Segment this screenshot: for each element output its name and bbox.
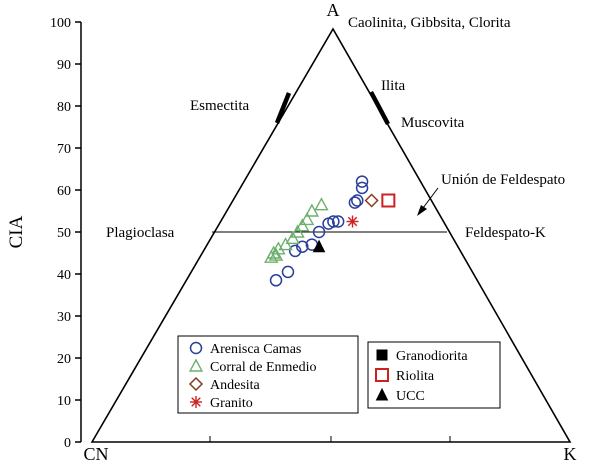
legend-label: Granito [210,396,253,411]
bottom-edge-ticks [209,436,451,442]
y-tick-label: 60 [57,184,71,199]
data-point [268,247,284,261]
legend-label: UCC [396,389,425,404]
smectite-bar [274,92,292,124]
data-point [269,274,283,287]
legend-label: Arenisca Camas [210,342,301,357]
y-tick-label: 10 [57,394,71,409]
label-feldspar-join: Unión de Feldespato [441,172,565,188]
data-point [304,203,320,217]
data-point [296,240,309,253]
y-tick-label: 70 [57,142,71,157]
data-point [266,245,281,259]
y-tick-label: 90 [57,58,71,73]
legend-box-left [177,335,359,414]
data-point [327,215,340,228]
label-kaolinite: Caolinita, Gibbsita, Clorita [348,15,511,31]
vertex-label-k: K [564,444,577,463]
legend-label: Riolita [396,369,435,384]
label-kfeldspar: Feldespato-K [465,225,546,241]
y-tick-label: 50 [57,226,71,241]
data-point [331,215,345,228]
data-point [346,215,359,228]
data-point [281,265,295,279]
y-tick-label: 30 [57,310,71,325]
legend-marker [189,341,203,355]
data-point [312,239,326,253]
data-point [351,194,364,207]
legend-marker [375,387,389,401]
y-axis-label: CIA [6,215,27,248]
legend-marker [376,349,388,361]
data-point [285,230,300,245]
data-point [348,196,362,209]
legend-label: Andesita [210,378,261,393]
data-point [355,181,369,195]
y-tick-label: 20 [57,352,71,367]
y-axis: 0 10 20 30 40 50 60 70 80 90 100 [50,16,82,451]
data-point [314,197,329,211]
data-point [364,193,379,208]
data-point [290,224,305,238]
label-plagioclase: Plagioclasa [106,225,175,241]
data-point [381,193,396,208]
legend-label: Granodiorita [396,349,468,364]
legend-box-right [367,341,501,409]
data-point [299,211,315,226]
y-tick-label: 0 [64,436,71,451]
data-point [355,175,369,188]
legend-marker [188,376,204,392]
vertex-label-a: A [327,0,340,20]
label-smectite: Esmectita [190,98,249,114]
data-point [278,237,293,251]
label-muscovite: Muscovita [401,115,465,131]
legend-marker [375,368,389,382]
y-tick-label: 40 [57,268,71,283]
data-point [288,244,302,258]
legend-label: Corral de Enmedio [210,360,317,375]
data-point [295,218,310,232]
y-tick-label: 80 [57,100,71,115]
illite-bar [369,90,390,126]
feldspar-join-arrow [417,187,439,216]
legend-marker [190,396,202,408]
data-points [264,175,396,287]
data-point [312,225,326,239]
legend-marker [188,358,204,372]
vertex-label-cn: CN [83,444,108,463]
y-tick-label: 100 [50,16,71,31]
label-illite: Ilita [381,78,405,94]
